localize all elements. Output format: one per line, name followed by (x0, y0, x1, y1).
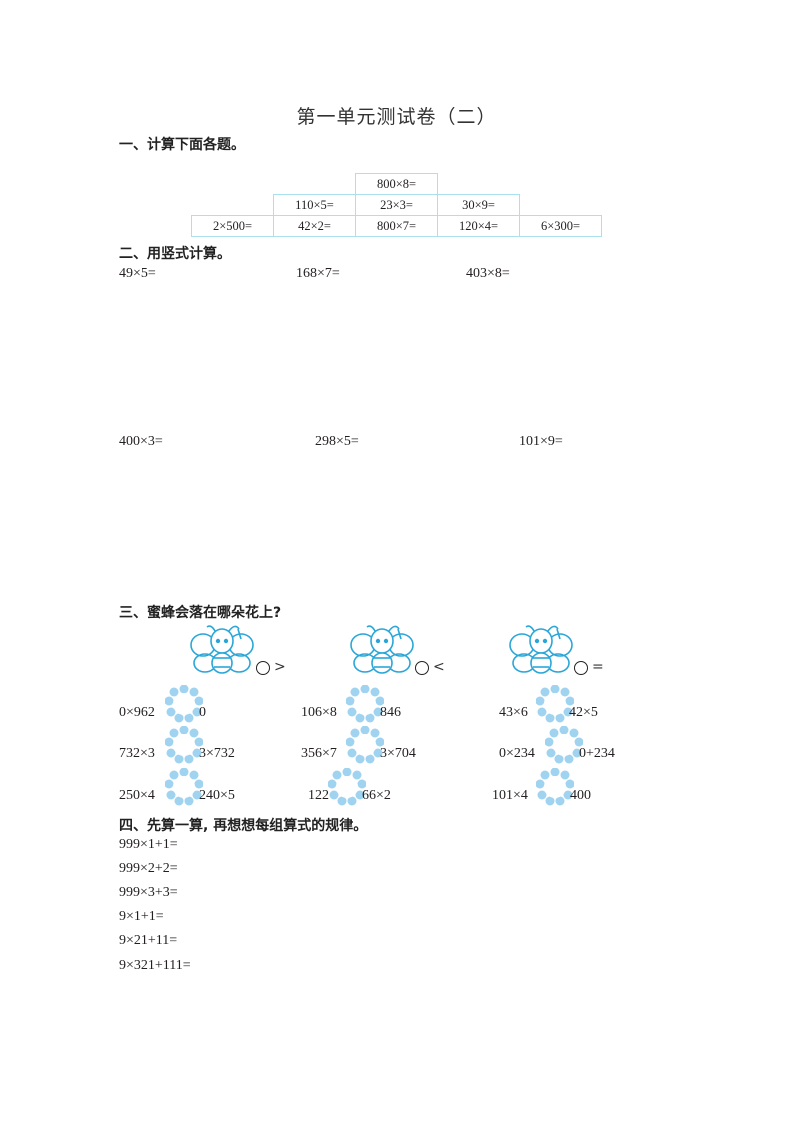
flower-icon[interactable] (535, 684, 575, 723)
flower-icon[interactable] (164, 767, 204, 806)
flower-right-expr: 42×5 (569, 705, 598, 720)
pattern-problem: 999×1+1= (119, 837, 178, 852)
pattern-problem: 9×21+11= (119, 933, 178, 948)
pyramid-cell: 23×3= (355, 194, 438, 216)
answer-circle[interactable] (574, 661, 588, 675)
flower-left-expr: 250×4 (119, 788, 155, 803)
bee-icon (189, 623, 259, 678)
pyramid-cell: 800×7= (355, 215, 438, 237)
section-2-heading: 二、用竖式计算。 (119, 246, 231, 262)
pyramid-cell: 120×4= (437, 215, 520, 237)
flower-left-expr: 122 (308, 788, 329, 803)
comparison-symbol: > (274, 659, 286, 675)
flower-icon[interactable] (345, 725, 385, 764)
flower-left-expr: 101×4 (492, 788, 528, 803)
answer-circle[interactable] (415, 661, 429, 675)
flower-left-expr: 356×7 (301, 746, 337, 761)
vertical-calc-problem: 168×7= (296, 266, 340, 281)
flower-icon[interactable] (544, 725, 584, 764)
answer-circle[interactable] (256, 661, 270, 675)
flower-icon[interactable] (164, 725, 204, 764)
flower-right-expr: 846 (380, 705, 401, 720)
flower-icon[interactable] (345, 684, 385, 723)
pyramid-cell: 800×8= (355, 173, 438, 195)
flower-right-expr: 400 (570, 788, 591, 803)
section-4-heading: 四、先算一算, 再想想每组算式的规律。 (119, 818, 368, 834)
vertical-calc-problem: 49×5= (119, 266, 156, 281)
flower-right-expr: 66×2 (362, 788, 391, 803)
flower-right-expr: 0+234 (579, 746, 615, 761)
flower-right-expr: 240×5 (199, 788, 235, 803)
pyramid-cell: 2×500= (191, 215, 274, 237)
flower-left-expr: 106×8 (301, 705, 337, 720)
pattern-problem: 9×321+111= (119, 958, 191, 973)
flower-left-expr: 732×3 (119, 746, 155, 761)
flower-icon[interactable] (327, 767, 367, 806)
flower-right-expr: 0 (199, 705, 206, 720)
flower-left-expr: 0×234 (499, 746, 535, 761)
bee-icon (508, 623, 578, 678)
vertical-calc-problem: 403×8= (466, 266, 510, 281)
pattern-problem: 999×3+3= (119, 885, 178, 900)
vertical-calc-problem: 101×9= (519, 434, 563, 449)
flower-icon[interactable] (535, 767, 575, 806)
section-3-heading: 三、蜜蜂会落在哪朵花上? (119, 605, 282, 621)
flower-right-expr: 3×732 (199, 746, 235, 761)
pyramid-cell: 42×2= (273, 215, 356, 237)
vertical-calc-problem: 298×5= (315, 434, 359, 449)
flower-icon[interactable] (164, 684, 204, 723)
section-1-heading: 一、计算下面各题。 (119, 137, 245, 153)
pyramid-cell: 30×9= (437, 194, 520, 216)
flower-left-expr: 0×962 (119, 705, 155, 720)
flower-left-expr: 43×6 (499, 705, 528, 720)
page-title: 第一单元测试卷（二） (296, 106, 497, 128)
comparison-symbol: < (433, 659, 445, 675)
pattern-problem: 9×1+1= (119, 909, 164, 924)
pyramid-cell: 6×300= (519, 215, 602, 237)
flower-right-expr: 3×704 (380, 746, 416, 761)
vertical-calc-problem: 400×3= (119, 434, 163, 449)
pyramid-cell: 110×5= (273, 194, 356, 216)
bee-icon (349, 623, 419, 678)
comparison-symbol: = (592, 659, 604, 675)
pattern-problem: 999×2+2= (119, 861, 178, 876)
